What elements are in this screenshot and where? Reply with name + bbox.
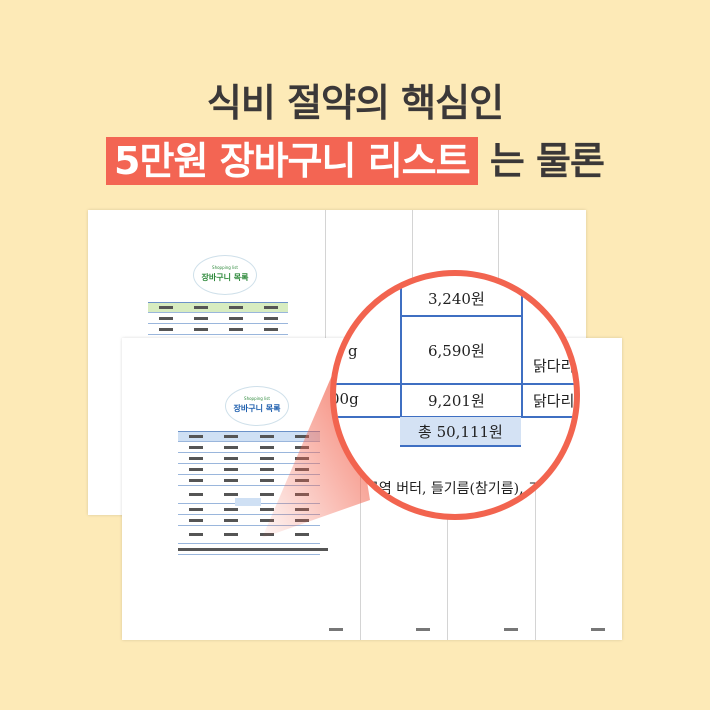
- headline-line2: 5만원 장바구니 리스트 는 물론: [0, 130, 710, 185]
- magnifier-circle: 3,240원 6,590원 9,201원 총 50,111원 g 00g 닭다리…: [330, 270, 580, 520]
- store-cell: 닭다리실: [533, 392, 575, 410]
- store-cell: 닭다리: [533, 357, 575, 375]
- price-cell: 9,201원: [428, 392, 485, 410]
- note-text: 무염 버터, 들기름(참기름), 고: [366, 481, 541, 497]
- unit-cell: 00g: [330, 390, 359, 408]
- shopping-table: [148, 302, 288, 335]
- headline-highlight: 5만원 장바구니 리스트: [106, 137, 478, 185]
- price-cell: 6,590원: [428, 342, 485, 360]
- headline-rest: 는 물론: [489, 139, 605, 183]
- headline-line1: 식비 절약의 핵심인: [206, 81, 504, 125]
- unit-cell: g: [348, 342, 358, 360]
- total-cell: 총 50,111원: [418, 423, 503, 441]
- price-cell: 3,240원: [428, 290, 485, 308]
